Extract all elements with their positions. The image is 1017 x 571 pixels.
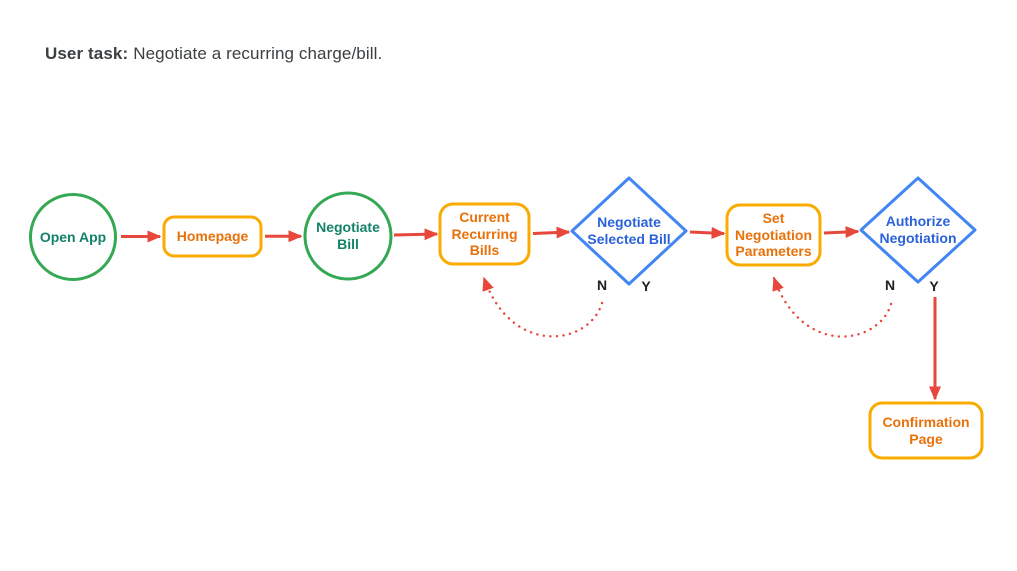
confirmation-page-box <box>868 401 984 460</box>
dotted-arrow-negotiate-selected-bill-no-loop <box>482 276 604 338</box>
arrow-negotiate-selected-bill-to-set-negotiation-parameters <box>689 226 726 239</box>
dotted-arrow-authorize-negotiation-no-loop <box>772 276 893 338</box>
authorize-negotiation-no-label: N <box>884 277 896 293</box>
homepage-box <box>162 215 263 258</box>
title-prefix: User task: <box>45 44 129 63</box>
negotiate-selected-bill-no-label: N <box>596 277 608 293</box>
arrow-current-recurring-bills-to-negotiate-selected-bill <box>532 226 571 239</box>
current-recurring-bills-box <box>438 202 531 266</box>
negotiate-selected-bill-yes-label: Y <box>641 278 651 294</box>
open-app-circle <box>29 193 117 281</box>
authorize-negotiation-yes-label: Y <box>929 278 939 294</box>
page-title: User task:Negotiate a recurring charge/b… <box>45 44 382 64</box>
negotiate-selected-bill-diamond <box>570 176 688 286</box>
negotiate-bill-circle <box>303 191 393 281</box>
authorize-negotiation-diamond <box>859 176 977 284</box>
arrow-set-negotiation-parameters-to-authorize-negotiation <box>823 226 860 239</box>
arrow-negotiate-bill-to-current-recurring-bills <box>393 228 439 241</box>
title-text: Negotiate a recurring charge/bill. <box>133 44 383 63</box>
set-negotiation-parameters-box <box>725 203 822 267</box>
